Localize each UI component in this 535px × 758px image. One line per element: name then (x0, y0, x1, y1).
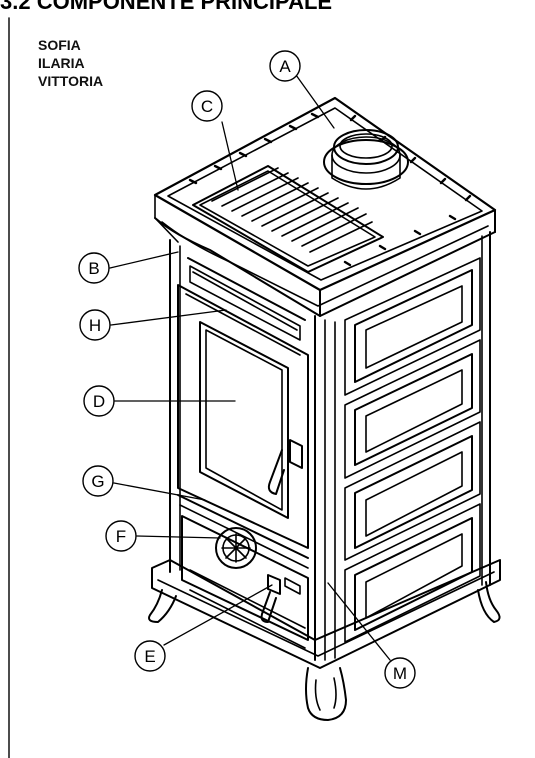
stove-base (148, 559, 501, 721)
callout-a: A (269, 50, 301, 82)
callout-label: M (393, 664, 407, 683)
leader-line-c (221, 121, 239, 191)
section-heading: 3.2 COMPONENTE PRINCIPALE (0, 0, 333, 14)
callout-label: H (89, 316, 101, 335)
callout-h: H (79, 309, 111, 341)
flue-outlet (323, 129, 409, 190)
model-name: ILARIA (38, 55, 85, 71)
callout-label: F (116, 527, 126, 546)
leader-line-b (109, 251, 179, 269)
model-name: SOFIA (38, 37, 81, 53)
callout-c: C (191, 90, 223, 122)
leader-line-g (113, 482, 206, 501)
leader-line-m (327, 582, 391, 661)
cooking-plate (192, 165, 384, 273)
callout-d: D (83, 385, 115, 417)
callout-label: D (93, 392, 105, 411)
callout-label: G (91, 472, 104, 491)
callout-label: C (201, 97, 213, 116)
callout-m: M (384, 657, 416, 689)
callout-label: E (144, 647, 155, 666)
stove-front (169, 239, 326, 661)
callout-b: B (78, 252, 110, 284)
callout-label: A (279, 57, 291, 76)
callout-f: F (105, 520, 137, 552)
leader-line-a (295, 74, 335, 129)
callout-leaders (109, 74, 391, 661)
callout-label: B (88, 259, 99, 278)
leader-line-h (110, 309, 227, 326)
callout-g: G (82, 465, 114, 497)
stove-side (334, 231, 491, 659)
model-list: SOFIA ILARIA VITTORIA (38, 36, 103, 90)
leader-line-f (136, 535, 221, 539)
model-name: VITTORIA (38, 73, 104, 89)
callout-e: E (134, 640, 166, 672)
leader-line-e (163, 584, 273, 646)
